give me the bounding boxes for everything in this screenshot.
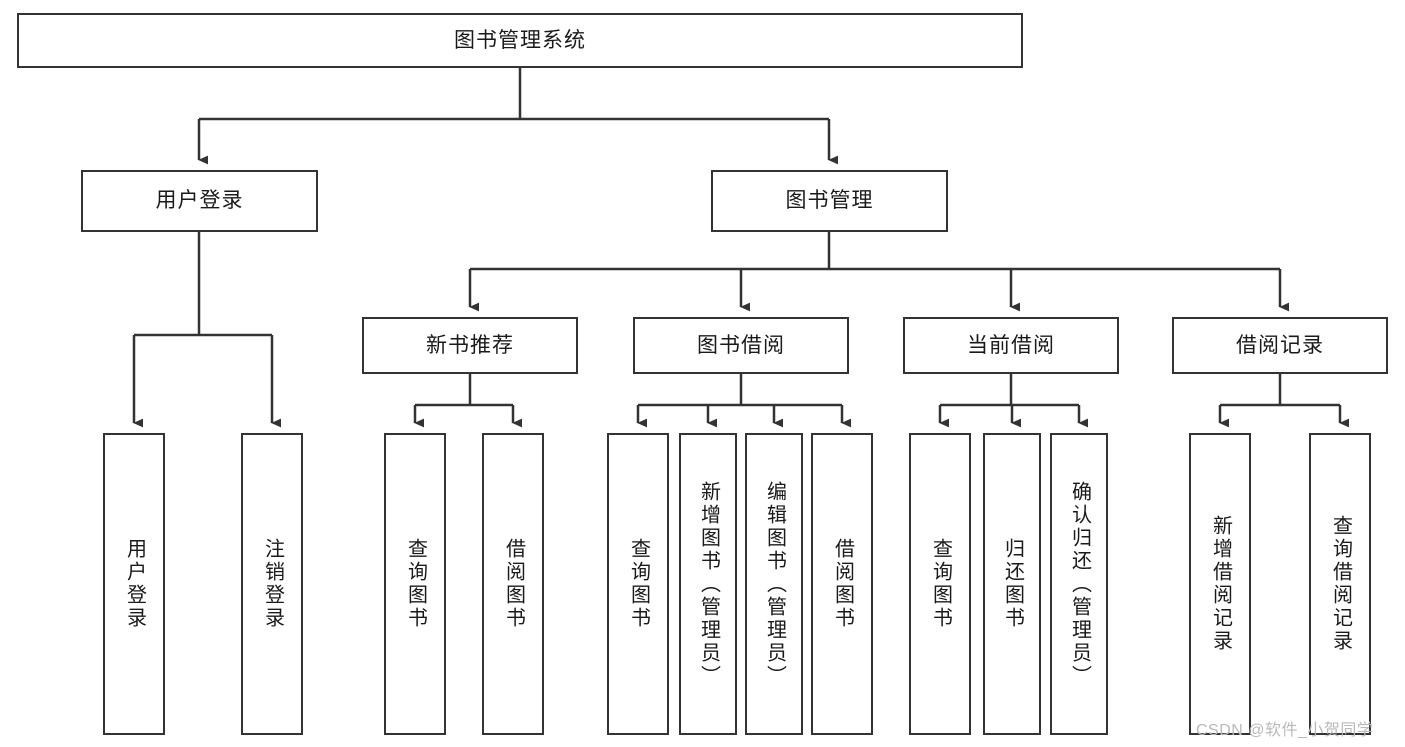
node-label: 新书推荐 — [426, 333, 514, 357]
node-label: 借阅图书 — [502, 538, 525, 630]
node-label: 归还图书 — [1001, 538, 1024, 630]
node-label: 图书借阅 — [697, 333, 785, 357]
node-label: 查询图书 — [627, 538, 650, 630]
node-leaf-11[interactable]: 新增借阅记录 — [1189, 433, 1251, 735]
node-label: 图书管理 — [785, 189, 874, 213]
node-level3-1[interactable]: 图书借阅 — [633, 317, 849, 374]
node-label: 新增借阅记录 — [1209, 515, 1232, 653]
node-label: 查询图书 — [929, 538, 952, 630]
node-level2-0[interactable]: 用户登录 — [81, 170, 318, 232]
node-label: 当前借阅 — [967, 333, 1055, 357]
node-leaf-3[interactable]: 借阅图书 — [482, 433, 544, 735]
node-level3-0[interactable]: 新书推荐 — [362, 317, 578, 374]
node-label: 新增图书（管理员） — [697, 480, 720, 688]
node-level3-3[interactable]: 借阅记录 — [1172, 317, 1388, 374]
node-label: 编辑图书（管理员） — [763, 480, 786, 688]
node-leaf-6[interactable]: 编辑图书（管理员） — [745, 433, 803, 735]
node-label: 查询图书 — [404, 538, 427, 630]
node-leaf-1[interactable]: 注销登录 — [241, 433, 303, 735]
node-level3-2[interactable]: 当前借阅 — [903, 317, 1119, 374]
csdn-watermark: CSDN @软件_小贺同学 — [1196, 722, 1374, 739]
node-level2-1[interactable]: 图书管理 — [711, 170, 948, 232]
node-leaf-4[interactable]: 查询图书 — [607, 433, 669, 735]
node-label: 用户登录 — [155, 189, 244, 213]
node-label: 用户登录 — [123, 538, 146, 630]
node-leaf-9[interactable]: 归还图书 — [983, 433, 1041, 735]
node-leaf-8[interactable]: 查询图书 — [909, 433, 971, 735]
node-label: 借阅图书 — [831, 538, 854, 630]
node-label: 确认归还（管理员） — [1068, 480, 1091, 688]
node-leaf-2[interactable]: 查询图书 — [384, 433, 446, 735]
node-label: 注销登录 — [261, 538, 284, 630]
node-label: 借阅记录 — [1236, 333, 1324, 357]
node-leaf-0[interactable]: 用户登录 — [103, 433, 165, 735]
node-leaf-12[interactable]: 查询借阅记录 — [1309, 433, 1371, 735]
node-leaf-10[interactable]: 确认归还（管理员） — [1050, 433, 1108, 735]
node-leaf-5[interactable]: 新增图书（管理员） — [679, 433, 737, 735]
node-root[interactable]: 图书管理系统 — [17, 13, 1023, 68]
node-label: 图书管理系统 — [454, 28, 586, 52]
node-leaf-7[interactable]: 借阅图书 — [811, 433, 873, 735]
node-label: 查询借阅记录 — [1329, 515, 1352, 653]
